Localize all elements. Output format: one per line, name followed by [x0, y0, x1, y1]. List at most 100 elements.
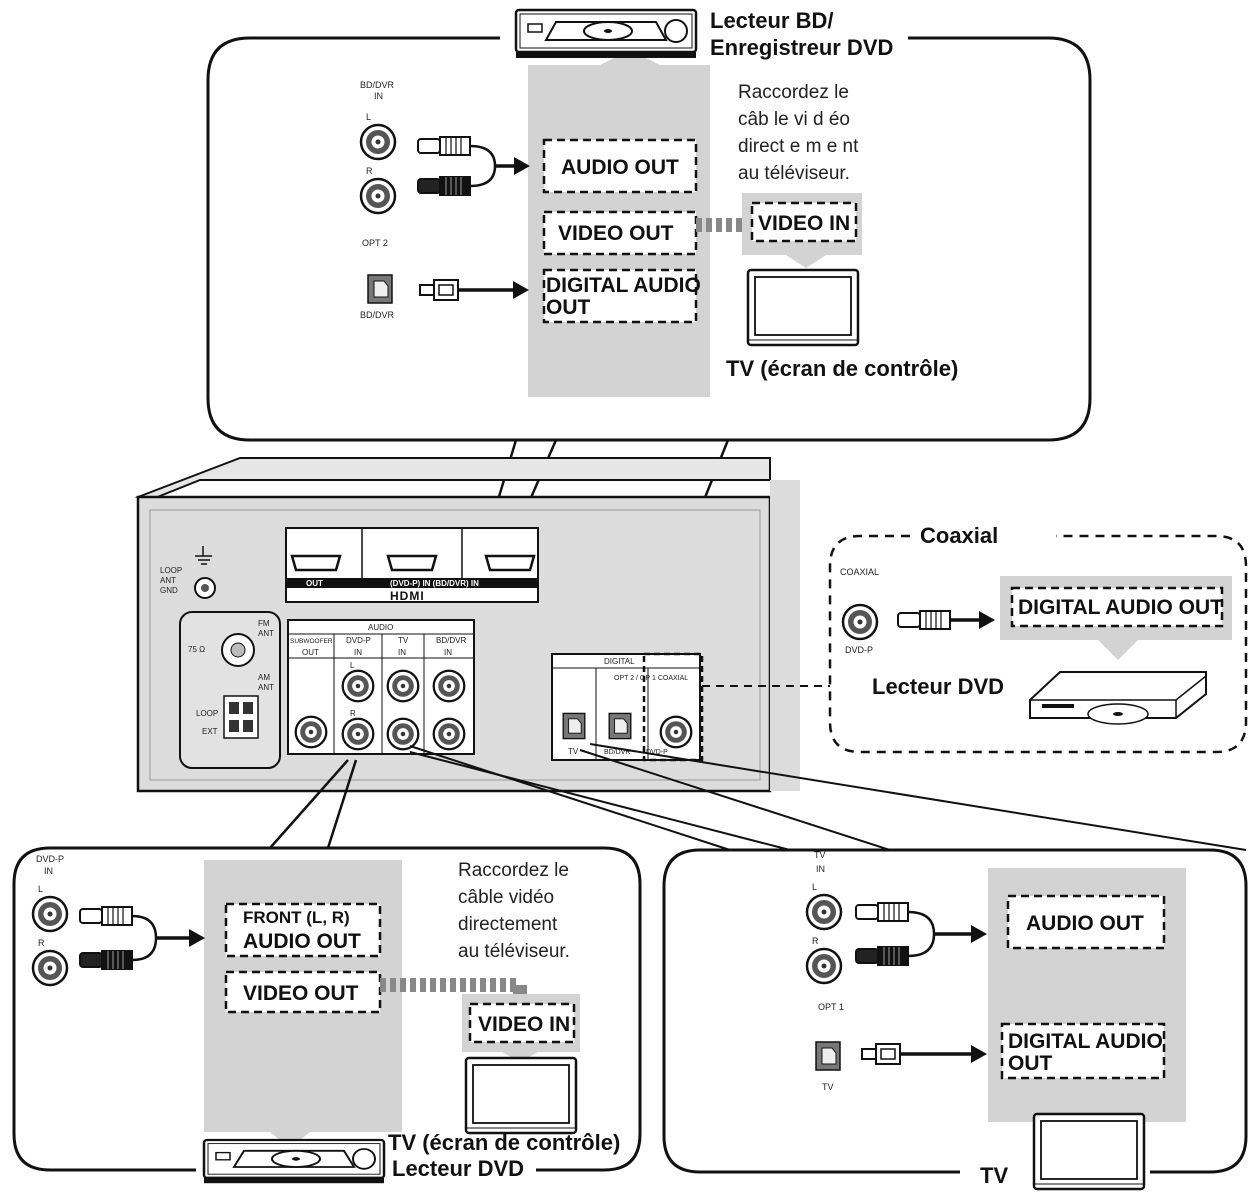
dvdp-r-jack: [341, 717, 375, 751]
tv-r-source-jack: [805, 947, 843, 985]
sub-label-2: OUT: [302, 648, 319, 657]
video-out-box: [542, 210, 698, 256]
digital-audio-out-label-1: DIGITAL AUDIO: [546, 274, 701, 297]
br-jack-r-label: R: [812, 936, 819, 946]
bl-video-in-box: [468, 1002, 576, 1044]
bd-dvr-in-label: BD/DVR: [360, 80, 395, 90]
opt1-sub-label: TV: [822, 1082, 834, 1092]
note-line-3: direct e m e nt: [738, 136, 859, 157]
coaxial-jack-sub: DVD-P: [845, 645, 873, 655]
tv-monitor-icon: [746, 268, 860, 347]
tv-audio-out-label: AUDIO OUT: [1026, 912, 1144, 935]
opt2-sub-label: BD/DVR: [360, 310, 395, 320]
tv-l-jack: [386, 669, 420, 703]
bd-recorder-label-line1: Lecteur BD/: [710, 8, 833, 33]
digital-audio-out-box: [542, 268, 698, 324]
am-label-2: ANT: [258, 683, 274, 692]
ext-label: EXT: [202, 727, 218, 736]
opt-tv-label: TV: [568, 747, 579, 756]
bl-video-out-box: [224, 970, 382, 1014]
br-jack-l-label: L: [812, 882, 817, 892]
bl-black-plug: [79, 950, 133, 970]
front-audio-out-label-1: FRONT (L, R): [243, 908, 350, 927]
bl-tv-monitor-icon: [464, 1056, 578, 1135]
ground-icon: [195, 546, 212, 565]
audio-r-label: R: [350, 709, 356, 718]
br-optical-plug: [861, 1043, 901, 1065]
opt-bd-label: BD/DVR: [604, 749, 630, 756]
hdmi-in-label: (DVD-P) IN (BD/DVR) IN: [390, 579, 479, 588]
note-line-1: Raccordez le: [738, 82, 849, 103]
hdmi-dvd-in-port: [386, 554, 438, 572]
bddvr-l-jack: [432, 669, 466, 703]
digital-block-title: DIGITAL: [604, 657, 635, 666]
tv-device-label: TV: [980, 1163, 1008, 1188]
tv-device-icon: [1032, 1112, 1146, 1191]
coaxial-source-jack: [841, 603, 879, 641]
hdmi-logo: HDMI: [390, 589, 425, 603]
bd-recorder-label-line2: Enregistreur DVD: [710, 35, 893, 60]
dvdp-l-jack: [341, 669, 375, 703]
tv-in-label-2: IN: [398, 648, 406, 657]
tv-digital-audio-out-label-2: OUT: [1008, 1052, 1053, 1075]
coaxial-dvdp-jack: [659, 715, 693, 749]
dvd-player-icon: [1029, 671, 1207, 725]
gnd-label-3: GND: [160, 586, 178, 595]
audio-out-box: [542, 138, 698, 194]
dvdp-label-1: DVD-P: [346, 636, 371, 645]
bl-note-line-2: câble vidéo: [458, 887, 554, 908]
bddvr-label-1: BD/DVR: [436, 636, 466, 645]
video-out-label: VIDEO OUT: [558, 222, 674, 245]
bl-jack-l-label: L: [38, 884, 43, 894]
gnd-label-1: LOOP: [160, 566, 182, 575]
dvd-player-label: Lecteur DVD: [872, 674, 1004, 699]
am-label-1: AM: [258, 673, 270, 682]
hdmi-bd-in-port: [484, 554, 536, 572]
receiver-rear-panel: LOOP ANT GND 75 Ω FM ANT AM ANT LOOP EXT…: [134, 457, 800, 793]
coaxial-plug: [897, 610, 951, 630]
note-line-4: au téléviseur.: [738, 163, 850, 184]
opt1-label: OPT 1: [818, 1002, 844, 1012]
bl-note-line-1: Raccordez le: [458, 860, 569, 881]
note-line-2: câb le vi d éo: [738, 109, 850, 130]
br-white-plug: [855, 902, 909, 922]
bddvr-label-2: IN: [444, 648, 452, 657]
hdmi-out-label: OUT: [306, 579, 323, 588]
tv-audio-out-box: [1006, 894, 1166, 950]
dvdp-l-source-jack: [31, 895, 69, 933]
jack-r-label: R: [366, 166, 373, 176]
opt2-jack: [367, 274, 393, 304]
opt1-source-jack: [815, 1041, 841, 1071]
tv-l-source-jack: [805, 893, 843, 931]
fm-label-1: FM: [258, 619, 270, 628]
coaxial-digital-out-label: DIGITAL AUDIO OUT: [1018, 596, 1223, 619]
bl-jack-r-label: R: [38, 938, 45, 948]
gnd-label-2: ANT: [160, 576, 176, 585]
bottom-right-panel: TV IN L R OPT 1 TV AUDIO OUT DIGITAL AUD…: [409, 743, 1248, 1191]
bd-audio-l-jack: [359, 123, 397, 161]
bl-video-out-label: VIDEO OUT: [243, 982, 359, 1005]
bd-dvr-in-label-2: IN: [374, 91, 383, 101]
audio-out-label: AUDIO OUT: [561, 156, 679, 179]
tv-in-src-label-1: TV: [814, 850, 826, 860]
bl-note-line-3: directement: [458, 914, 558, 935]
bd-recorder-icon: [514, 8, 698, 60]
bl-note-line-4: au téléviseur.: [458, 941, 570, 962]
opt2-bd-jack: [608, 712, 632, 740]
white-rca-plug: [417, 136, 471, 156]
loop-label: LOOP: [196, 709, 218, 718]
opt-label: OPT 2 / OP: [614, 675, 650, 682]
fm-label-2: ANT: [258, 629, 274, 638]
opt2-label: OPT 2: [362, 238, 388, 248]
coaxial-jack-label: COAXIAL: [840, 567, 879, 577]
video-in-box: [750, 201, 858, 243]
sub-label-1: SUBWOOFER: [290, 638, 333, 645]
jack-l-label: L: [366, 112, 371, 122]
digital-audio-out-label-2: OUT: [546, 296, 591, 319]
tv-digital-audio-out-label-1: DIGITAL AUDIO: [1008, 1030, 1163, 1053]
coaxial-rx-label: 1 COAXIAL: [652, 675, 688, 682]
coaxial-title: Coaxial: [920, 523, 998, 548]
audio-block-title: AUDIO: [368, 623, 393, 632]
front-audio-out-label-2: AUDIO OUT: [243, 930, 361, 953]
